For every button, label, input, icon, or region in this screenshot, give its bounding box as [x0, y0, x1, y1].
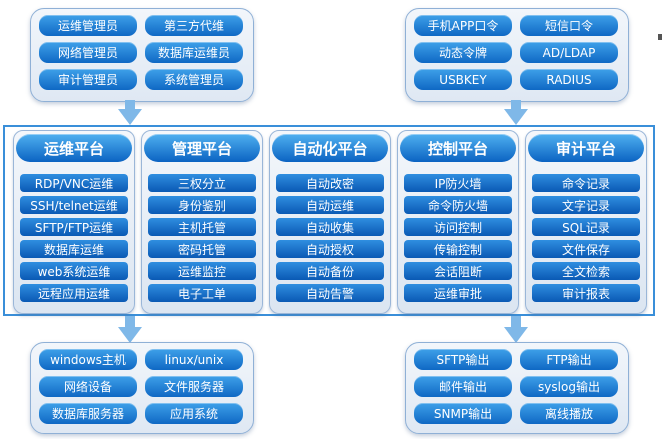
target-resources-group: windows主机 linux/unix 网络设备 文件服务器 数据库服务器 应…: [30, 342, 254, 434]
platform-frame: 运维平台 RDP/VNC运维 SSH/telnet运维 SFTP/FTP运维 数…: [3, 125, 655, 316]
platform-item: 命令防火墙: [404, 196, 512, 214]
role-third-party: 第三方代维: [145, 15, 243, 36]
role-db-ops: 数据库运维员: [145, 42, 243, 63]
arrow-stem-top-right: [511, 100, 521, 110]
platform-management: 管理平台 三权分立 身份鉴别 主机托管 密码托管 运维监控 电子工单: [141, 130, 263, 314]
output-snmp: SNMP输出: [414, 403, 512, 424]
admin-roles-group: 运维管理员 第三方代维 网络管理员 数据库运维员 审计管理员 系统管理员: [30, 8, 254, 102]
platform-title: 自动化平台: [272, 134, 388, 162]
platform-item: 自动备份: [276, 262, 384, 280]
platform-item: 全文检索: [532, 262, 640, 280]
auth-usbkey: USBKEY: [414, 69, 512, 90]
platform-title: 审计平台: [528, 134, 644, 162]
platform-item: 运维审批: [404, 284, 512, 302]
platform-item: 传输控制: [404, 240, 512, 258]
role-audit-admin: 审计管理员: [39, 69, 137, 90]
auth-token: 动态令牌: [414, 42, 512, 63]
target-linux: linux/unix: [145, 349, 243, 370]
platform-item: 数据库运维: [20, 240, 128, 258]
platform-item: 命令记录: [532, 174, 640, 192]
arrow-down-bottom-right: [504, 327, 528, 343]
platform-item: 主机托管: [148, 218, 256, 236]
platform-item: 自动收集: [276, 218, 384, 236]
auth-ldap: AD/LDAP: [520, 42, 618, 63]
platform-item: 自动运维: [276, 196, 384, 214]
platform-item: 密码托管: [148, 240, 256, 258]
platform-item: 电子工单: [148, 284, 256, 302]
role-system-admin: 系统管理员: [145, 69, 243, 90]
platform-item: 文字记录: [532, 196, 640, 214]
platform-item: 文件保存: [532, 240, 640, 258]
role-network-admin: 网络管理员: [39, 42, 137, 63]
auth-radius: RADIUS: [520, 69, 618, 90]
platform-title: 管理平台: [144, 134, 260, 162]
platform-item: 身份鉴别: [148, 196, 256, 214]
platform-item: 运维监控: [148, 262, 256, 280]
platform-title: 运维平台: [16, 134, 132, 162]
role-ops-admin: 运维管理员: [39, 15, 137, 36]
platform-item: RDP/VNC运维: [20, 174, 128, 192]
auth-sms: 短信口令: [520, 15, 618, 36]
target-db-server: 数据库服务器: [39, 403, 137, 424]
target-network-device: 网络设备: [39, 376, 137, 397]
platform-item: 访问控制: [404, 218, 512, 236]
target-file-server: 文件服务器: [145, 376, 243, 397]
output-email: 邮件输出: [414, 376, 512, 397]
arrow-stem-top-left: [125, 100, 135, 110]
platform-control: 控制平台 IP防火墙 命令防火墙 访问控制 传输控制 会话阻断 运维审批: [397, 130, 519, 314]
arrow-down-top-left: [118, 109, 142, 125]
target-application: 应用系统: [145, 403, 243, 424]
arrow-down-bottom-left: [118, 327, 142, 343]
platform-ops: 运维平台 RDP/VNC运维 SSH/telnet运维 SFTP/FTP运维 数…: [13, 130, 135, 314]
platform-title: 控制平台: [400, 134, 516, 162]
platform-item: 自动告警: [276, 284, 384, 302]
platform-item: SQL记录: [532, 218, 640, 236]
platform-item: 远程应用运维: [20, 284, 128, 302]
edge-marker: [658, 34, 662, 40]
target-windows: windows主机: [39, 349, 137, 370]
platform-item: 自动授权: [276, 240, 384, 258]
platform-item: 会话阻断: [404, 262, 512, 280]
arrow-down-top-right: [504, 109, 528, 125]
platform-audit: 审计平台 命令记录 文字记录 SQL记录 文件保存 全文检索 审计报表: [525, 130, 647, 314]
platform-item: SFTP/FTP运维: [20, 218, 128, 236]
platform-item: SSH/telnet运维: [20, 196, 128, 214]
platform-automation: 自动化平台 自动改密 自动运维 自动收集 自动授权 自动备份 自动告警: [269, 130, 391, 314]
platform-item: IP防火墙: [404, 174, 512, 192]
platform-item: 自动改密: [276, 174, 384, 192]
output-sftp: SFTP输出: [414, 349, 512, 370]
arrow-stem-bottom-right: [511, 316, 521, 328]
output-syslog: syslog输出: [520, 376, 618, 397]
arrow-stem-bottom-left: [125, 316, 135, 328]
platform-item: web系统运维: [20, 262, 128, 280]
output-offline-playback: 离线播放: [520, 403, 618, 424]
auth-mobile-app: 手机APP口令: [414, 15, 512, 36]
output-ftp: FTP输出: [520, 349, 618, 370]
output-methods-group: SFTP输出 FTP输出 邮件输出 syslog输出 SNMP输出 离线播放: [405, 342, 629, 434]
platform-item: 审计报表: [532, 284, 640, 302]
platform-item: 三权分立: [148, 174, 256, 192]
auth-methods-group: 手机APP口令 短信口令 动态令牌 AD/LDAP USBKEY RADIUS: [405, 8, 629, 102]
